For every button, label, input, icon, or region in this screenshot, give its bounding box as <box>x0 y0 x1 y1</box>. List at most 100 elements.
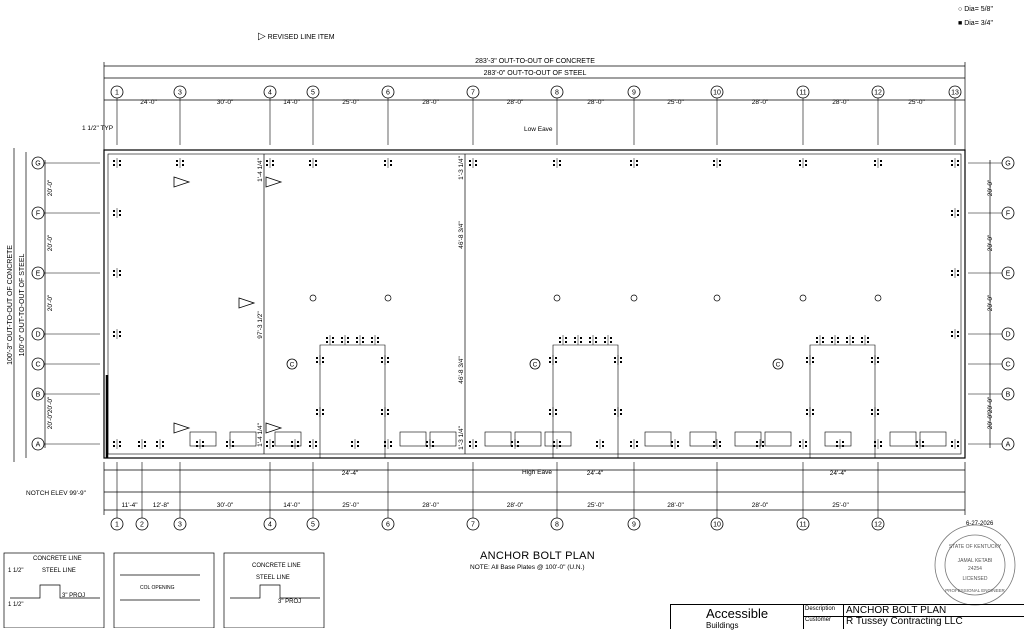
revised-line-item-legend: ▷ REVISED LINE ITEM <box>258 31 335 42</box>
top-spacing-dim: 25'-0" <box>908 99 925 106</box>
grid-col-label: 6 <box>386 90 390 97</box>
door-grid-bubble <box>529 358 541 370</box>
grid-bubble-col <box>466 85 480 99</box>
base-plate <box>824 431 852 447</box>
bottom-spacing-dim: 25'-0" <box>587 502 604 509</box>
grid-bubble-row <box>31 206 45 220</box>
anchor-bolt-symbol <box>113 158 121 168</box>
row-spacing-dim: 20'-0" <box>47 412 54 429</box>
anchor-bolt-symbol <box>351 439 359 449</box>
grid-col-label: 11 <box>799 90 806 97</box>
grid-col-bottom-label: 3 <box>178 522 182 529</box>
grid-col-label: 7 <box>471 90 475 97</box>
interior-dim-5: 46'-8 3/4" <box>458 221 465 249</box>
anchor-bolt-symbol <box>113 329 121 339</box>
grid-col-bottom-label: 11 <box>799 522 806 529</box>
grid-row-label: F <box>1006 211 1010 218</box>
base-plate <box>919 431 947 447</box>
anchor-bolt-symbol <box>176 158 184 168</box>
seal-number: 24254 <box>968 566 982 572</box>
grid-col-bottom-label: 1 <box>115 522 119 529</box>
grid-col-label: 1 <box>115 90 119 97</box>
anchor-bolt-symbol <box>266 439 274 449</box>
grid-bubble-col <box>110 85 124 99</box>
grid-bubble-col <box>627 85 641 99</box>
interior-dim-3: 1'-4 1/4" <box>257 422 264 446</box>
anchor-bolt-symbol <box>799 158 807 168</box>
grid-row-label: E <box>1006 271 1011 278</box>
base-plate <box>764 431 792 447</box>
grid-bubble-col <box>550 85 564 99</box>
anchor-bolt-symbol <box>836 439 844 449</box>
anchor-bolt-symbol <box>196 439 204 449</box>
anchor-bolt-symbol <box>806 407 814 417</box>
anchor-bolt-symbol <box>138 439 146 449</box>
anchor-bolt-circle <box>309 294 317 302</box>
grid-col-label: 4 <box>268 90 272 97</box>
grid-bubble-col-bottom <box>110 517 124 531</box>
anchor-bolt-symbol <box>316 355 324 365</box>
door-grid-label: C <box>290 362 295 369</box>
grid-row-label: B <box>36 392 41 399</box>
anchor-bolt-symbol <box>469 439 477 449</box>
grid-bubble-col-bottom <box>796 517 810 531</box>
anchor-bolt-circle <box>799 294 807 302</box>
door-grid-bubble <box>772 358 784 370</box>
concrete-depth-dim: 100'-3" OUT-TO-OUT OF CONCRETE <box>7 245 14 365</box>
bottom-spacing-dim: 28'-0" <box>752 502 769 509</box>
revision-triangle-icon <box>238 297 256 309</box>
anchor-bolt-symbol <box>756 439 764 449</box>
anchor-bolt-symbol <box>371 335 379 345</box>
grid-bubble-col-bottom <box>466 517 480 531</box>
grid-col-bottom-label: 2 <box>140 522 144 529</box>
grid-col-label: 8 <box>555 90 559 97</box>
low-eave-label: Low Eave <box>524 126 553 133</box>
bottom-spacing-dim: 30'-0" <box>217 502 234 509</box>
bottom-spacing-dim: 25'-0" <box>342 502 359 509</box>
title-block <box>670 604 1024 629</box>
grid-col-bottom-label: 4 <box>268 522 272 529</box>
row-spacing-dim-right: 20'-0" <box>987 179 994 196</box>
anchor-bolt-circle <box>553 294 561 302</box>
anchor-bolt-symbol <box>846 335 854 345</box>
grid-bubble-row <box>31 156 45 170</box>
grid-col-label: 5 <box>311 90 315 97</box>
grid-col-bottom-label: 6 <box>386 522 390 529</box>
row-spacing-dim-right: 20'-0" <box>987 294 994 311</box>
anchor-bolt-symbol <box>951 439 959 449</box>
grid-col-bottom-label: 12 <box>874 522 882 529</box>
anchor-bolt-symbol <box>799 439 807 449</box>
anchor-bolt-symbol <box>604 335 612 345</box>
anchor-bolt-symbol <box>113 439 121 449</box>
base-plate <box>514 431 542 447</box>
grid-bubble-col-bottom <box>550 517 564 531</box>
grid-row-label: C <box>1005 362 1010 369</box>
anchor-bolt-circle <box>630 294 638 302</box>
anchor-bolt-symbol <box>381 355 389 365</box>
typ-note: 1 1/2" TYP <box>82 125 113 132</box>
grid-col-label: 12 <box>874 90 882 97</box>
anchor-bolt-symbol <box>596 439 604 449</box>
anchor-bolt-circle <box>713 294 721 302</box>
grid-bubble-col <box>710 85 724 99</box>
door-grid-bubble <box>286 358 298 370</box>
row-spacing-dim: 20'-0" <box>47 396 54 413</box>
grid-col-bottom-label: 9 <box>632 522 636 529</box>
concrete-width-dim: 283'-3" OUT-TO-OUT OF CONCRETE <box>475 58 595 65</box>
grid-bubble-col-bottom <box>871 517 885 531</box>
grid-bubble-row <box>1001 437 1015 451</box>
anchor-bolt-symbol <box>113 268 121 278</box>
anchor-bolt-symbol <box>549 407 557 417</box>
base-plate <box>734 431 762 447</box>
anchor-bolt-symbol <box>713 439 721 449</box>
revision-triangle-icon <box>173 176 191 188</box>
anchor-bolt-symbol <box>671 439 679 449</box>
anchor-bolt-symbol <box>713 158 721 168</box>
grid-col-label: 13 <box>951 90 959 97</box>
notch-elev-label: NOTCH ELEV 99'-9" <box>26 490 87 497</box>
anchor-bolt-symbol <box>291 439 299 449</box>
detail1-concrete-line: CONCRETE LINE <box>33 556 82 562</box>
bottom-spacing-dim: 28'-0" <box>667 502 684 509</box>
description-value: ANCHOR BOLT PLAN <box>846 605 947 616</box>
